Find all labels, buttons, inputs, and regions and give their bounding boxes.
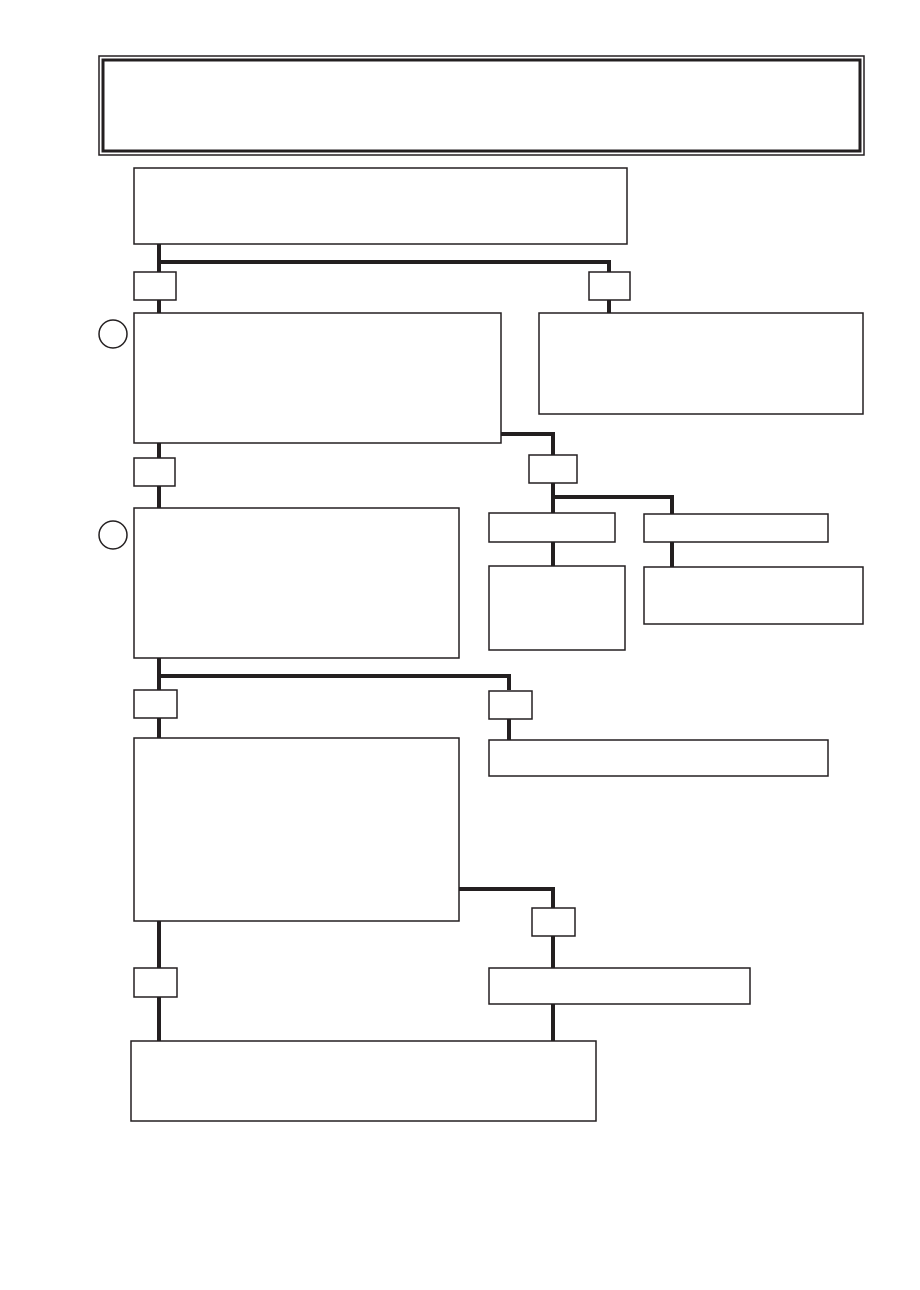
connector-step3-right xyxy=(459,887,555,908)
step-marker-1 xyxy=(98,319,128,349)
title-frame-outer xyxy=(98,55,865,156)
label-start-right xyxy=(588,271,631,301)
label-step2-right xyxy=(488,690,533,720)
label-step2-down xyxy=(133,689,178,719)
label-start-left xyxy=(133,271,177,301)
label-step3-right xyxy=(531,907,576,937)
branch-a-box xyxy=(488,512,616,543)
branch-a-result-box xyxy=(488,565,626,651)
label-step1-down xyxy=(133,457,176,487)
step3-alt-box xyxy=(488,739,829,777)
connector-start-split xyxy=(157,244,611,272)
label-step1-right xyxy=(528,454,578,484)
branch-b-box xyxy=(643,513,829,543)
title-frame xyxy=(101,58,862,153)
step1-box xyxy=(133,312,502,444)
step3-box xyxy=(133,737,460,922)
step3-branch-box xyxy=(488,967,751,1005)
start-box xyxy=(133,167,628,245)
connector-step1-right xyxy=(500,432,555,455)
connector-step2-right xyxy=(159,674,511,690)
step2-box xyxy=(133,507,460,659)
step1-alt-box xyxy=(538,312,864,415)
connector-to-branch-b xyxy=(553,495,674,514)
step-marker-2 xyxy=(98,520,128,550)
connector-lines xyxy=(157,244,674,1041)
end-box xyxy=(130,1040,597,1122)
label-step3-down xyxy=(133,967,178,998)
branch-b-result-box xyxy=(643,566,864,625)
